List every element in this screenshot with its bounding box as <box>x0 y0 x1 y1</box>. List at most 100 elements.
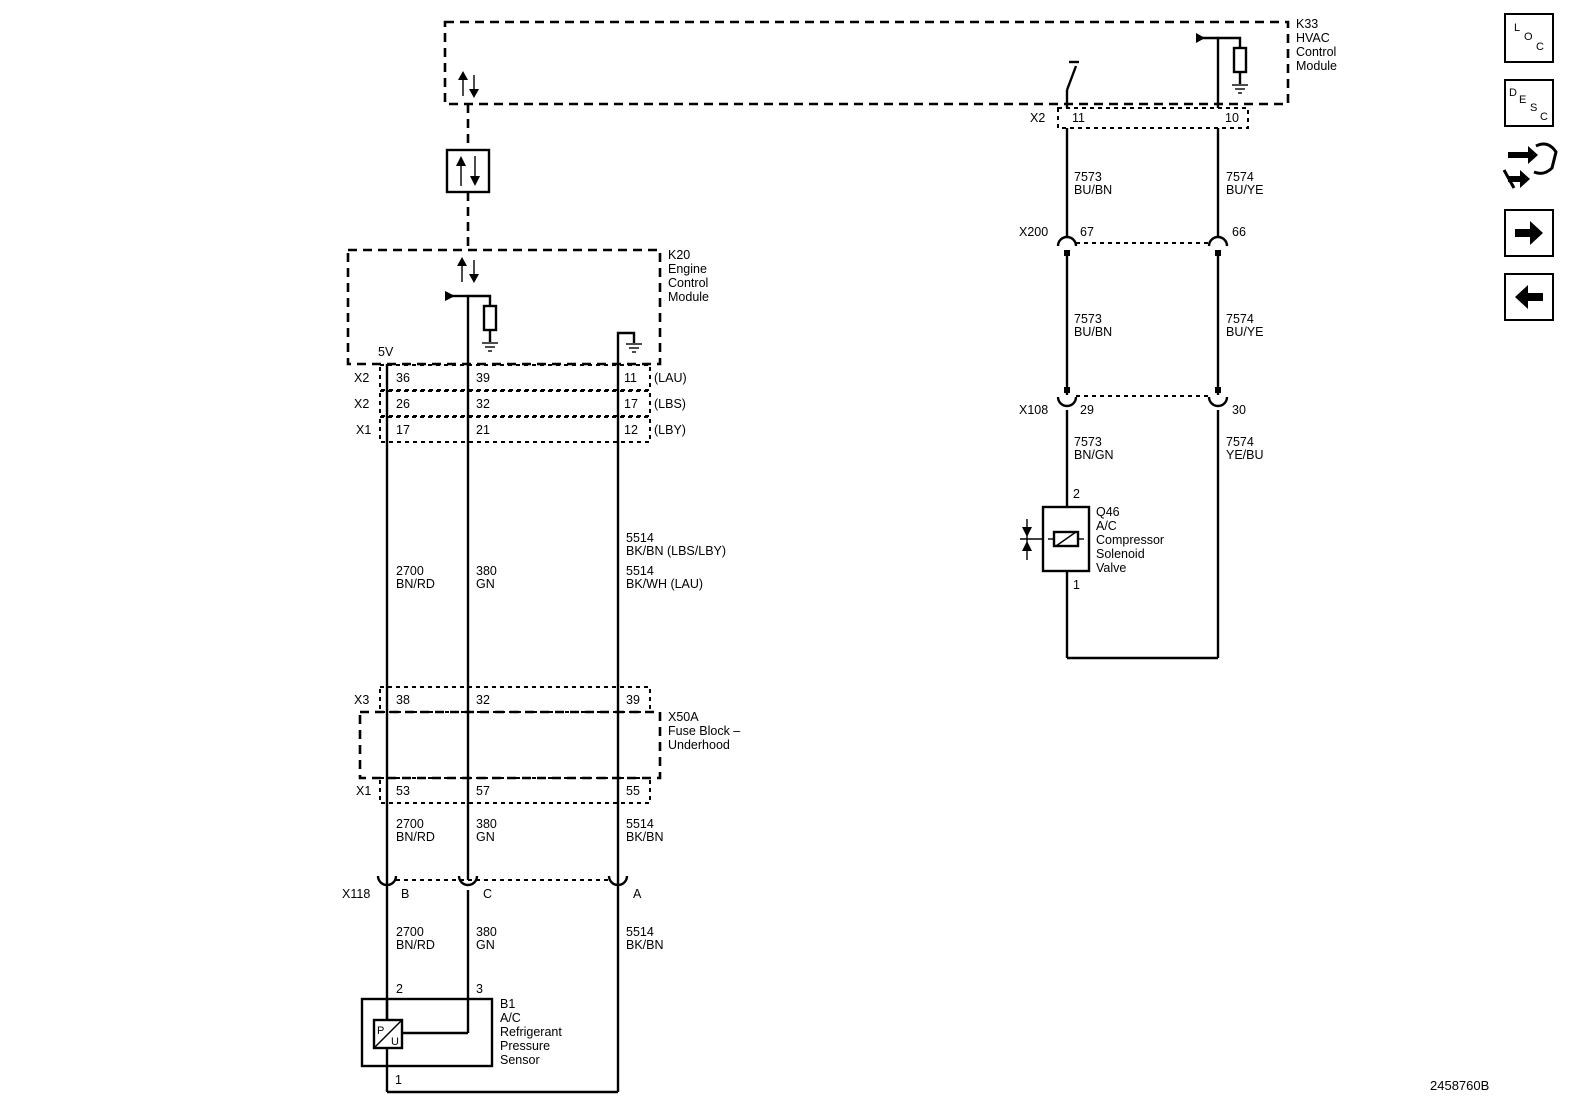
wire-number: 7573 <box>1074 435 1102 449</box>
switch-icon <box>1065 60 1079 108</box>
k20-resistor-icon <box>445 291 498 364</box>
k33-hvac-module: K33 HVAC Control Module <box>443 17 1337 108</box>
wire-color: YE/BU <box>1226 448 1264 462</box>
wire-number: 7574 <box>1226 435 1254 449</box>
x118-connector: X118 B C A <box>342 875 642 901</box>
x50a-connector-x3: X3 38 32 39 <box>354 686 651 713</box>
wire-number: 380 <box>476 925 497 939</box>
connector-name: X3 <box>354 693 369 707</box>
desc-letter: C <box>1540 111 1548 123</box>
arrow-right-icon <box>1515 221 1543 245</box>
k20-id: K20 <box>668 248 690 262</box>
k33-name-2: Control <box>1296 45 1336 59</box>
loc-letter: O <box>1524 31 1533 43</box>
q46-name-1: A/C <box>1096 519 1117 533</box>
pin-label: 30 <box>1232 403 1246 417</box>
sensor-symbol-u: U <box>391 1036 399 1048</box>
x50a-fuse-block: X50A Fuse Block – Underhood <box>358 710 740 780</box>
k20-engine-control-module: K20 Engine Control Module 5V <box>346 248 709 366</box>
b1-pressure-sensor: P U 2 3 1 B1 A/C Refrigerant Pressure Se… <box>360 982 562 1087</box>
pin-label: A <box>633 887 642 901</box>
loc-button[interactable]: L O C <box>1504 13 1554 63</box>
wire-labels-right: 7573 BU/BN 7574 BU/YE 7573 BU/BN 7574 BU… <box>1074 170 1264 462</box>
pin-label: 39 <box>626 693 640 707</box>
connector-name: X200 <box>1019 225 1048 239</box>
wire-color: BU/YE <box>1226 325 1264 339</box>
k20-connector-x1-lby: X1 17 21 12 (LBY) <box>356 416 686 443</box>
wire-number: 2700 <box>396 925 424 939</box>
desc-letter: D <box>1509 87 1517 99</box>
desc-icon: D E S C <box>1509 87 1548 123</box>
b1-name-3: Pressure <box>500 1039 550 1053</box>
pin-label: 38 <box>396 693 410 707</box>
wire-color: BU/BN <box>1074 325 1112 339</box>
wire-number: 7574 <box>1226 170 1254 184</box>
pin-label: 1 <box>1073 578 1080 592</box>
wire-number: 5514 <box>626 925 654 939</box>
wire-color: BK/BN (LBS/LBY) <box>626 544 726 558</box>
pin-label: 2 <box>396 982 403 996</box>
variant-label: (LAU) <box>654 371 687 385</box>
x50a-connector-x1: X1 53 57 55 <box>356 777 651 804</box>
pin-label: 32 <box>476 397 490 411</box>
k20-ground-icon <box>616 331 642 364</box>
desc-letter: S <box>1530 102 1537 114</box>
wire-labels-upper: 2700 BN/RD 380 GN 5514 BK/BN (LBS/LBY) 5… <box>396 531 726 591</box>
connector-name: X2 <box>354 371 369 385</box>
k33-pin-11: 11 <box>1072 111 1085 125</box>
pin-label: 11 <box>624 371 637 385</box>
wire-number: 7573 <box>1074 170 1102 184</box>
wire-number: 2700 <box>396 564 424 578</box>
pin-label: 57 <box>476 784 490 798</box>
wire-color: BK/WH (LAU) <box>626 577 703 591</box>
connector-name: X1 <box>356 423 371 437</box>
pin-label: 55 <box>626 784 640 798</box>
wire-color: BN/GN <box>1074 448 1114 462</box>
b1-name-4: Sensor <box>500 1053 540 1067</box>
k33-pin-10: 10 <box>1225 111 1239 125</box>
connector-view-button[interactable] <box>1502 142 1558 189</box>
back-button[interactable] <box>1504 273 1554 321</box>
pin-label: 12 <box>624 423 638 437</box>
wire-color: GN <box>476 830 495 844</box>
pin-label: 26 <box>396 397 410 411</box>
connector-name: X1 <box>356 784 371 798</box>
document-number: 2458760B <box>1430 1078 1489 1093</box>
wire-color: BN/RD <box>396 830 435 844</box>
wire-color: BU/BN <box>1074 183 1112 197</box>
b1-name-1: A/C <box>500 1011 521 1025</box>
b1-name-2: Refrigerant <box>500 1025 562 1039</box>
wire-color: BN/RD <box>396 938 435 952</box>
k33-connector-name: X2 <box>1030 111 1045 125</box>
loc-icon: L O C <box>1514 22 1544 53</box>
pin-label: 53 <box>396 784 410 798</box>
pin-label: 32 <box>476 693 490 707</box>
loc-letter: L <box>1514 22 1520 34</box>
connector-name: X2 <box>354 397 369 411</box>
pin-label: 66 <box>1232 225 1246 239</box>
wire-number: 380 <box>476 817 497 831</box>
connector-name: X108 <box>1019 403 1048 417</box>
pin-label: C <box>483 887 492 901</box>
wire-color: BU/YE <box>1226 183 1264 197</box>
next-button[interactable] <box>1504 209 1554 257</box>
k20-5v-label: 5V <box>378 345 394 359</box>
wire-color: GN <box>476 577 495 591</box>
wire-labels-middle: 2700 BN/RD 380 GN 5514 BK/BN <box>396 817 664 844</box>
x50a-name-2: Underhood <box>668 738 730 752</box>
q46-name-2: Compressor <box>1096 533 1164 547</box>
k33-id: K33 <box>1296 17 1318 31</box>
k33-name-1: HVAC <box>1296 31 1330 45</box>
variant-label: (LBS) <box>654 397 686 411</box>
left-wires <box>385 364 620 1094</box>
wire-number: 380 <box>476 564 497 578</box>
q46-id: Q46 <box>1096 505 1120 519</box>
q46-name-3: Solenoid <box>1096 547 1145 561</box>
k20-connector-x2-lau: X2 36 39 11 (LAU) <box>354 364 687 391</box>
b1-id: B1 <box>500 997 515 1011</box>
x50a-id: X50A <box>668 710 699 724</box>
valve-direction-icon <box>1020 519 1043 560</box>
wire-number: 2700 <box>396 817 424 831</box>
desc-button[interactable]: D E S C <box>1504 79 1554 127</box>
